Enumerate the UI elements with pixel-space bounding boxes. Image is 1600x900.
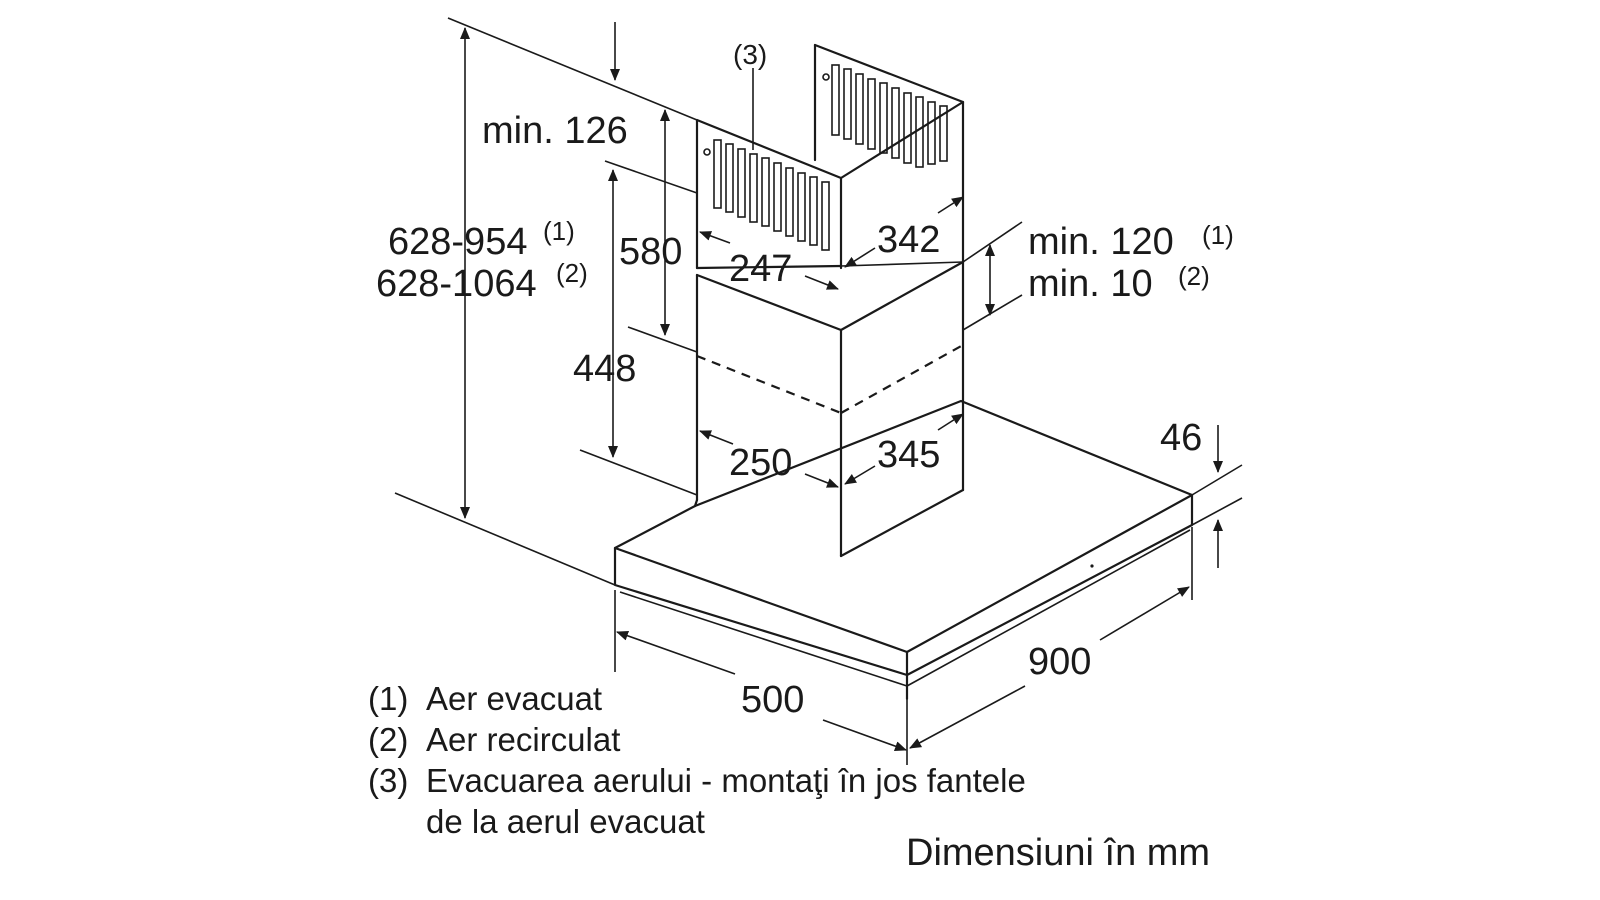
legend-number (368, 801, 426, 842)
legend-number: (3) (368, 762, 409, 799)
upper-chimney (695, 43, 965, 270)
min-10-note: (2) (1178, 261, 1210, 291)
total-height-line1-note: (1) (543, 216, 575, 246)
legend-item: (1) Aer evacuat (368, 678, 1026, 719)
min-120-note: (1) (1202, 220, 1234, 250)
lower-chimney (693, 260, 965, 558)
min-126-label: min. 126 (482, 110, 628, 152)
lower-width-label: 250 (729, 442, 792, 484)
dimension-labels: (3) min. 126 628-954 (1) 628-1064 (2) 58… (376, 39, 1234, 721)
exhaust-slots-back (831, 64, 948, 168)
legend-number: (2) (368, 721, 409, 758)
legend-item: (3) Evacuarea aerului - montaţi în jos f… (368, 760, 1026, 801)
legend: (1) Aer evacuat (2) Aer recirculat (3) E… (368, 678, 1026, 842)
hood-height-label: 46 (1160, 417, 1202, 459)
legend-text: Aer evacuat (426, 680, 603, 717)
height-580-label: 580 (619, 231, 682, 273)
legend-text: de la aerul evacuat (426, 803, 705, 840)
legend-text: Aer recirculat (426, 721, 621, 758)
legend-text: Evacuarea aerului - montaţi în jos fante… (426, 762, 1026, 799)
legend-item: de la aerul evacuat (368, 801, 1026, 842)
total-height-line2-note: (2) (556, 258, 588, 288)
min-10-label: min. 10 (1028, 263, 1153, 305)
legend-item: (2) Aer recirculat (368, 719, 1026, 760)
hood-depth-label: 500 (741, 679, 804, 721)
min-120-label: min. 120 (1028, 221, 1174, 263)
hood-width-label: 900 (1028, 641, 1091, 683)
upper-depth-label: 342 (877, 219, 940, 261)
height-448-label: 448 (573, 348, 636, 390)
total-height-line2: 628-1064 (376, 263, 537, 305)
legend-number: (1) (368, 680, 409, 717)
hood-canopy (613, 399, 1194, 701)
upper-width-label: 247 (729, 248, 792, 290)
extension-lines (394, 17, 1243, 765)
exhaust-slots-front (713, 139, 830, 251)
units-note: Dimensiuni în mm (906, 832, 1211, 874)
callout-3-label: (3) (733, 39, 767, 70)
dimension-arrows (460, 22, 1223, 751)
total-height-line1: 628-954 (388, 221, 527, 263)
lower-depth-label: 345 (877, 434, 940, 476)
